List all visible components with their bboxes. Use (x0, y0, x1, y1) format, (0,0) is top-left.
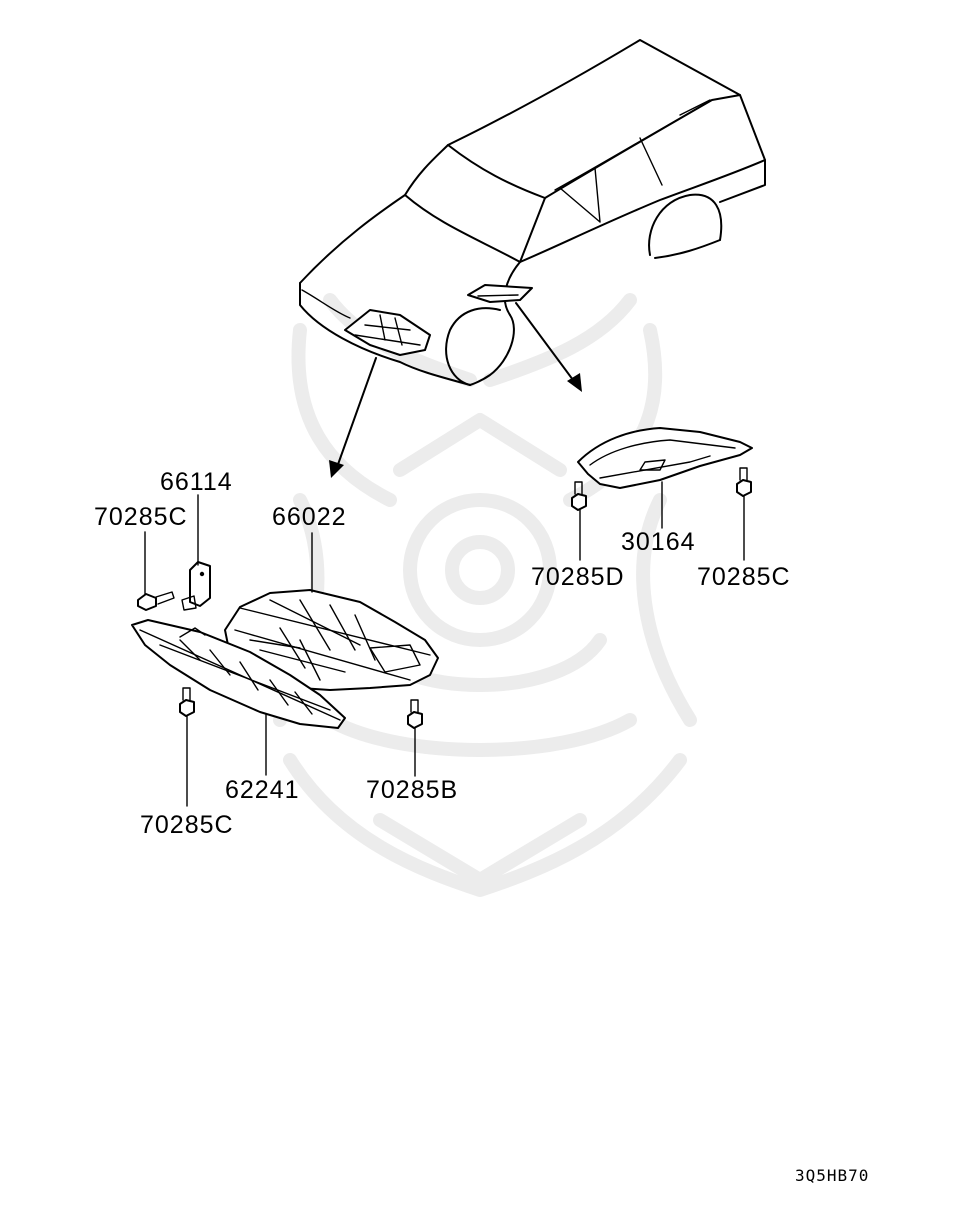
label-70285b: 70285B (366, 776, 458, 804)
label-70285c-bottom: 70285C (140, 811, 234, 839)
label-70285d: 70285D (531, 563, 625, 591)
bolt-70285b (407, 699, 423, 729)
watermark-emblem (273, 293, 697, 897)
diagram-code: 3Q5HB70 (795, 1166, 869, 1185)
part-30164-shape (577, 427, 753, 489)
part-66022-shape (224, 589, 439, 691)
bolt-70285c-right (736, 467, 752, 497)
label-70285c-left: 70285C (94, 503, 188, 531)
part-62241-shape (131, 619, 346, 729)
label-leaders (144, 481, 745, 807)
bolt-70285d (571, 481, 587, 511)
label-66022: 66022 (272, 503, 347, 531)
label-62241: 62241 (225, 776, 300, 804)
label-70285c-right: 70285C (697, 563, 791, 591)
vehicle-outline (299, 39, 766, 386)
bolt-70285c-bottom (179, 687, 195, 717)
label-66114: 66114 (160, 468, 233, 496)
label-30164: 30164 (621, 528, 696, 556)
leader-arrows (329, 302, 582, 478)
part-66114-shape (181, 561, 211, 611)
bolt-70285c-left (137, 591, 175, 611)
